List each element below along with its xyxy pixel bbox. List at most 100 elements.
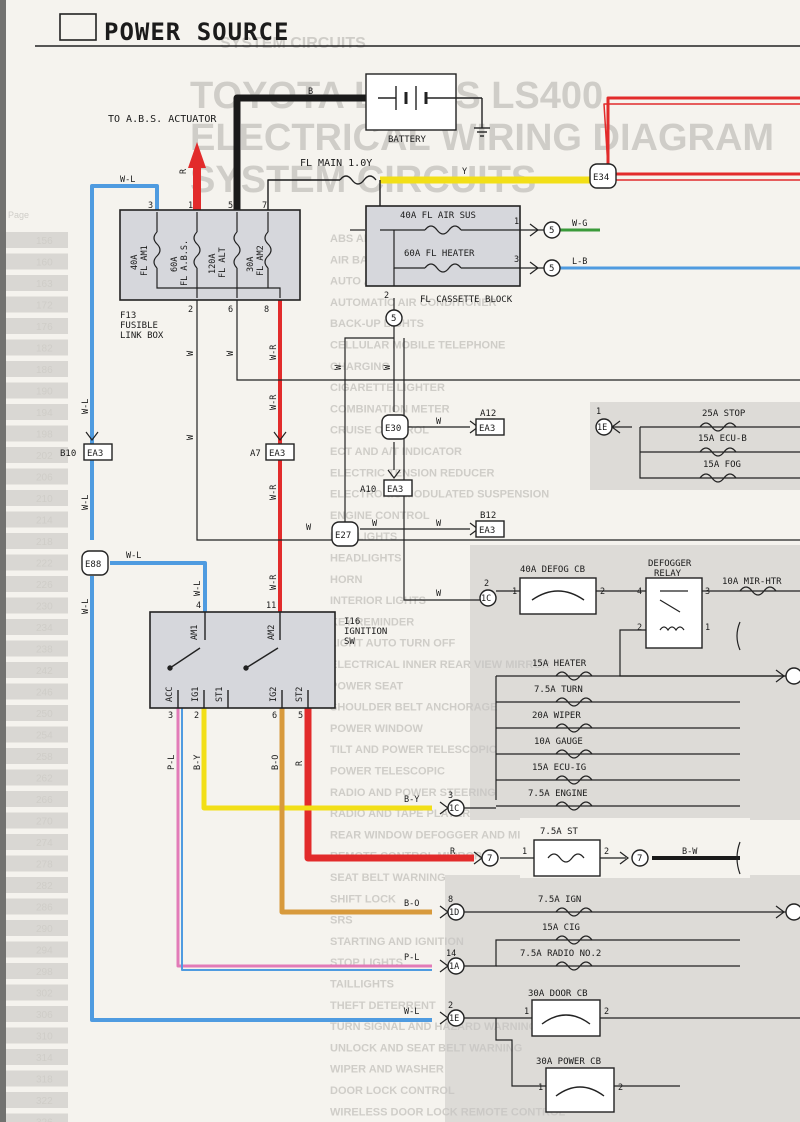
ghost-item: SRS — [330, 915, 353, 927]
ghost-page-number: 210 — [36, 494, 53, 505]
connector-e34 — [589, 163, 617, 189]
wire-code-w2: W — [226, 350, 236, 356]
ghost-page-tab — [6, 339, 68, 356]
pin-door-2: 2 — [604, 1007, 609, 1017]
pin-f13-3: 3 — [148, 201, 153, 211]
ghost-item: CIGARETTE LIGHTER — [330, 382, 445, 394]
pin-i16-6: 6 — [272, 711, 277, 721]
ghost-page-label: Page — [8, 210, 29, 220]
ghost-item: ECT AND A/T INDICATOR — [330, 446, 462, 458]
ghost-page-number: 310 — [36, 1032, 53, 1043]
pin-cassette-2: 2 — [384, 291, 389, 301]
ghost-item: STARTING AND IGNITION — [330, 936, 464, 948]
wire-code-r-st2: R — [295, 760, 305, 766]
bus-cig — [464, 939, 740, 967]
door-cb-symbol — [541, 1014, 591, 1025]
wire-wl-lower — [90, 576, 432, 1022]
pin-power-1: 1 — [538, 1083, 543, 1093]
wire-code-w9: W — [306, 523, 312, 533]
ghost-page-tab — [6, 533, 68, 549]
connector-1a: 1A — [439, 957, 465, 975]
ghost-page-number: 176 — [36, 322, 53, 333]
ghost-page-tab — [6, 640, 68, 657]
connector-5-cassette: 5 — [385, 309, 403, 327]
connector-e27 — [331, 521, 359, 547]
connector-5-heater-label: 5 — [549, 264, 554, 274]
pin-f13-6: 6 — [228, 305, 233, 315]
wire-code-bw: B-W — [682, 847, 698, 857]
connector-ea3-b10 — [83, 443, 113, 461]
wire-pl-pink — [176, 708, 432, 968]
ghost-page-number: 258 — [36, 752, 53, 763]
wire-wl-main — [90, 184, 159, 540]
connector-1c-top: 1C — [479, 589, 497, 607]
sw-acc: ACC — [165, 687, 175, 702]
ghost-page-number: 250 — [36, 709, 53, 720]
pin-a12: A12 — [480, 409, 496, 419]
fl-am2-amp: 30A — [246, 257, 256, 272]
ghost-item: CELLULAR MOBILE TELEPHONE — [330, 340, 505, 352]
ghost-page-number: 270 — [36, 817, 53, 828]
connector-1c-top-label: 1C — [481, 594, 491, 604]
wire-code-w10: W — [436, 589, 442, 599]
ghost-page-number: 286 — [36, 903, 53, 914]
pin-f13-1: 1 — [188, 201, 193, 211]
pin-st-2: 2 — [604, 847, 609, 857]
turn-label: 7.5A TURN — [534, 685, 583, 695]
fl-main-fuse — [339, 175, 377, 185]
sw-ig1: IG1 — [191, 687, 201, 702]
wire-code-wl-bottom: W-L — [404, 1007, 419, 1017]
ghost-page-tab — [6, 748, 68, 764]
wire-code-lb: L-B — [572, 257, 587, 267]
defog-cb-symbol — [531, 590, 585, 601]
ghost-page-tab — [6, 576, 68, 592]
fl-alt-amp: 120A — [208, 254, 218, 274]
ghost-item: KEY REMINDER — [330, 616, 414, 628]
ghost-item: DOOR LOCK CONTROL — [330, 1085, 455, 1097]
battery-box — [365, 73, 457, 131]
connector-e30-label: E30 — [385, 424, 401, 434]
ghost-page-number: 226 — [36, 580, 53, 591]
ghost-page-tab — [6, 447, 68, 463]
shaded-region — [445, 875, 800, 1122]
ghost-page-number: 322 — [36, 1096, 53, 1107]
fuse-fl-heater — [424, 263, 462, 273]
ghost-item: INTERIOR LIGHTS — [330, 595, 426, 607]
ghost-page-tab — [6, 468, 68, 485]
battery-header-icon — [59, 13, 97, 41]
ghost-page-tab — [6, 877, 68, 893]
pin-f13-7: 7 — [262, 201, 267, 211]
ghost-page-tab — [6, 318, 68, 334]
stop-label: 25A STOP — [702, 409, 746, 419]
ghost-page-tab — [6, 726, 68, 743]
wire-code-w8: W — [372, 519, 378, 529]
ghost-page-number: 254 — [36, 731, 53, 742]
battery-label: BATTERY — [388, 135, 427, 145]
connector-1c-mid-label: 1C — [449, 804, 459, 814]
pin-relay-4: 4 — [637, 587, 642, 597]
engine-label: 7.5A ENGINE — [528, 789, 588, 799]
fl-abs-name: FL A.B.S. — [180, 240, 190, 286]
radio2-label: 7.5A RADIO NO.2 — [520, 949, 601, 959]
connector-7-st-out-label: 7 — [637, 854, 642, 864]
wire-by — [201, 708, 432, 811]
ghost-page-number: 234 — [36, 623, 53, 634]
connector-5-cassette-label: 5 — [391, 314, 396, 324]
wire-code-pl-v: P-L — [167, 755, 177, 770]
ghost-item: AUTOMATIC AIR CONDITIONER — [330, 297, 497, 309]
f13-id: F13 — [120, 311, 136, 321]
sw-ig2: IG2 — [269, 687, 279, 702]
fog-label: 15A FOG — [703, 460, 741, 470]
connector-1e-top: 1E — [595, 418, 621, 436]
ecu-b-label: 15A ECU-B — [698, 434, 747, 444]
wire-code-w1: W — [186, 350, 196, 356]
sw-st2: ST2 — [295, 687, 305, 702]
wire-code-w7: W — [436, 519, 442, 529]
ghost-page-number: 266 — [36, 795, 53, 806]
wire-code-wl-top: W-L — [120, 175, 135, 185]
connector-edge — [785, 667, 800, 685]
ghost-page-tab — [6, 361, 68, 377]
wire-code-w3: W — [186, 434, 196, 440]
ghost-page-list: 1561601631721761821861901941982022062102… — [6, 232, 68, 1122]
ghost-page-number: 290 — [36, 924, 53, 935]
